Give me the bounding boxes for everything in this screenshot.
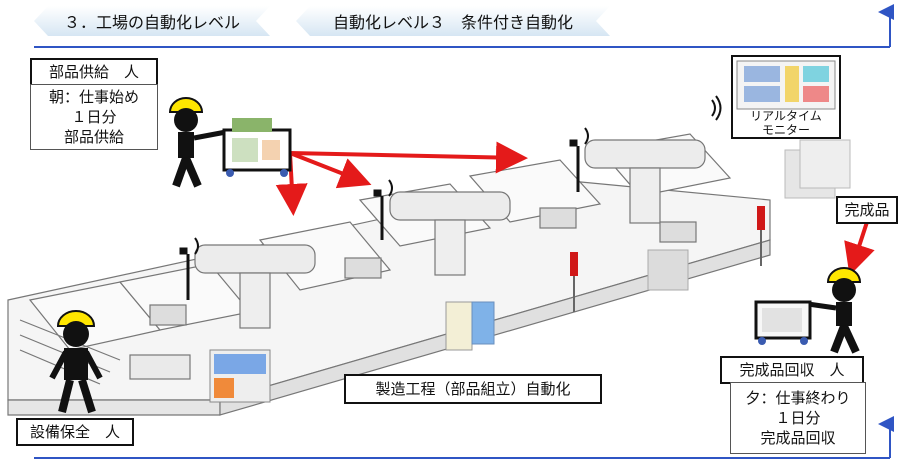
- timeline-frame: [34, 4, 894, 459]
- maintenance-label: 設備保全 人: [29, 423, 120, 441]
- supply-label: 部品供給 人: [48, 63, 139, 81]
- supply-note-line-2: １日分: [71, 108, 117, 126]
- screwdrivers: [570, 206, 765, 312]
- monitor-caption: リアルタイム モニター: [736, 108, 836, 138]
- process-label: 製造工程（部品組立）自動化: [375, 380, 571, 398]
- collect-note-line-1: 夕：仕事終わり: [745, 389, 851, 407]
- maintenance-label-box: 設備保全 人: [16, 418, 134, 446]
- realtime-monitor: [731, 55, 841, 139]
- supply-worker: [168, 97, 292, 188]
- collect-worker: [754, 267, 862, 354]
- collect-label-box: 完成品回収 人: [720, 356, 864, 384]
- level-title: 自動化レベル３ 条件付き自動化: [332, 13, 573, 32]
- section-title: ３．工場の自動化レベル: [63, 13, 240, 32]
- supply-note-line-1: 朝：仕事始め: [48, 88, 139, 106]
- parts-box: [209, 139, 851, 403]
- supply-label-box: 部品供給 人: [30, 58, 158, 86]
- level-title-ribbon: 自動化レベル３ 条件付き自動化: [296, 6, 610, 36]
- section-title-ribbon: ３．工場の自動化レベル: [34, 6, 270, 36]
- collect-note-line-3: 完成品回収: [760, 429, 836, 447]
- finished-label-box: 完成品: [836, 196, 898, 224]
- finished-label: 完成品: [844, 201, 890, 219]
- collect-note-line-2: １日分: [775, 409, 821, 427]
- supply-note-box: 朝：仕事始め １日分 部品供給: [30, 84, 158, 150]
- process-label-box: 製造工程（部品組立）自動化: [344, 374, 602, 404]
- maintenance-worker: [49, 310, 103, 414]
- collect-label: 完成品回収 人: [739, 361, 845, 379]
- production-line: [7, 133, 771, 416]
- collect-note-box: 夕：仕事終わり １日分 完成品回収: [730, 382, 866, 454]
- signal-towers: [179, 95, 722, 300]
- monitor-caption-line-2: モニター: [761, 123, 810, 137]
- supply-note-line-3: 部品供給: [63, 128, 124, 146]
- monitor-caption-line-1: リアルタイム: [750, 109, 822, 123]
